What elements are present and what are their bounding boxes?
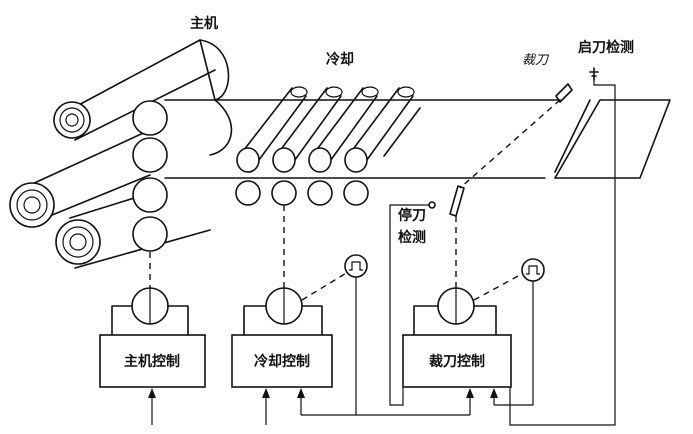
cut-sheet (554, 99, 671, 179)
nip-roll-3 (132, 177, 168, 213)
cooling-label: 冷却 (326, 51, 354, 68)
cooling-rolls (235, 86, 421, 206)
input-arrows (148, 388, 498, 425)
cooling-motor (243, 271, 349, 336)
signal-wiring (301, 80, 616, 426)
cutter-motor (413, 274, 521, 336)
nip-roll-2 (132, 137, 168, 173)
cutter-assembly (420, 67, 599, 217)
cutter-control-box (402, 334, 512, 388)
web-band (164, 99, 671, 179)
cooling-roll-bottom-1 (235, 180, 261, 206)
cooling-roll-bottom-3 (307, 180, 333, 206)
cutter-blade-lower (449, 185, 465, 217)
cooling-pulse-generator (344, 254, 368, 278)
cooling-control-box (231, 334, 333, 388)
cooling-roll-top-2 (272, 147, 296, 173)
main-control-box (99, 334, 206, 388)
stop-cutter-label-line2: 检测 (398, 229, 426, 246)
main-control-label: 主机控制 (124, 353, 180, 370)
cutter-label: 裁刀 (522, 53, 550, 68)
middle-roll-sheet (29, 129, 151, 186)
nip-roll-1 (132, 100, 168, 136)
stop-cutter-label-line1: 停刀 (398, 207, 426, 224)
upper-roll (53, 101, 91, 139)
main-machine-rolls (9, 39, 233, 269)
cutter-pulse-generator (521, 258, 545, 282)
cooling-roll-bottom-4 (343, 180, 369, 206)
middle-roll-sheet-bottom (34, 174, 151, 223)
upper-roll-sheet (59, 39, 216, 116)
cooling-roll-top-4 (344, 147, 368, 173)
nip-roll-4 (132, 216, 168, 252)
cooling-control-label: 冷却控制 (254, 353, 310, 370)
stop-cutter-sensor (428, 201, 436, 209)
main-machine-label: 主机 (190, 15, 218, 32)
start-cutter-sensor (589, 67, 599, 81)
cutter-blade-top (555, 83, 573, 103)
main-motor (111, 287, 189, 336)
cooling-roll-top-1 (236, 147, 260, 173)
cooling-roll-bottom-2 (271, 180, 297, 206)
cutter-control-label: 裁刀控制 (429, 353, 485, 370)
start-cutter-detect-label: 启刀检测 (578, 39, 634, 56)
cooling-roll-top-3 (308, 147, 332, 173)
